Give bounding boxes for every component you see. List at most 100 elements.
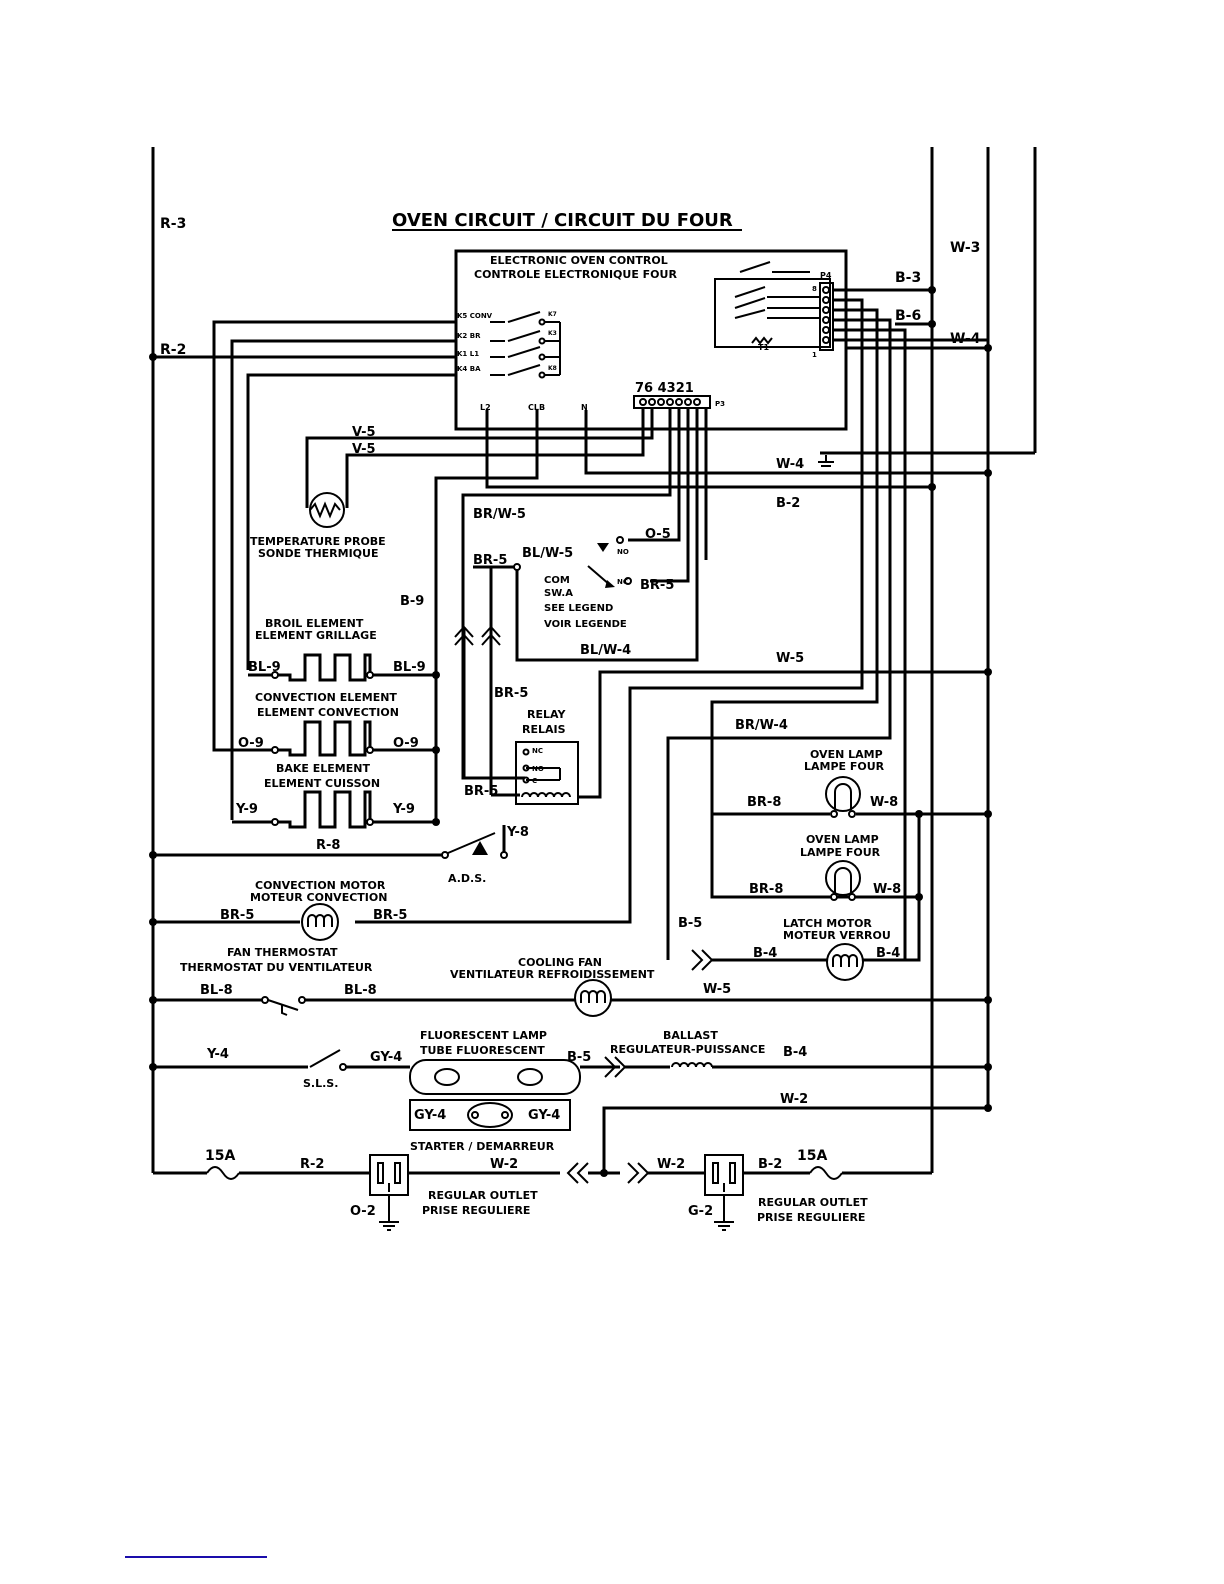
wire-label-w2-outlet2: W-2 <box>657 1157 685 1172</box>
wire-label-br5-relay-top: BR-5 <box>494 686 528 701</box>
broil-label-fr: ELEMENT GRILLAGE <box>255 629 377 642</box>
switch-nc-label: NC <box>617 578 628 586</box>
broil-label-en: BROIL ELEMENT <box>265 617 364 630</box>
wire-label-gy4-starter-left: GY-4 <box>414 1108 446 1123</box>
wire-label-b4-latch-right: B-4 <box>876 946 900 961</box>
wire-label-br5-switch: BR-5 <box>473 553 507 568</box>
wire-label-b3: B-3 <box>895 270 921 286</box>
wire-label-br5-cmotor-left: BR-5 <box>220 908 254 923</box>
wire-label-br5-nc: BR-5 <box>640 578 674 593</box>
wire-label-bl9-left: BL-9 <box>248 660 281 675</box>
connector-p4-label: P4 <box>820 271 832 280</box>
lamp1-label-fr: LAMPE FOUR <box>804 760 885 773</box>
control-title-fr: CONTROLE ELECTRONIQUE FOUR <box>474 268 677 281</box>
fuse-label-15a-left: 15A <box>205 1148 235 1164</box>
wire-label-w4: W-4 <box>950 331 981 347</box>
wire-label-y4: Y-4 <box>206 1047 229 1062</box>
relay-k3-label: K3 <box>548 330 557 337</box>
control-title-en: ELECTRONIC OVEN CONTROL <box>490 254 668 267</box>
ads-label: A.D.S. <box>448 872 486 885</box>
relay-nc-label: NC <box>532 747 543 755</box>
relay-k5-label: K5 CONV <box>457 312 493 320</box>
wire-label-b6: B-6 <box>895 308 921 324</box>
oven-lamp-1: BR/W-4 OVEN LAMP LAMPE FOUR BR-8 W-8 <box>712 718 992 818</box>
convection-motor-label-fr: MOTEUR CONVECTION <box>250 891 387 904</box>
wire-label-y8: Y-8 <box>506 825 529 840</box>
relay-label-fr: RELAIS <box>522 723 566 736</box>
wire-label-w8-lamp1: W-8 <box>870 795 898 810</box>
terminal-n-label: N <box>581 403 588 412</box>
wire-label-br8-lamp1: BR-8 <box>747 795 781 810</box>
convection-label-fr: ELEMENT CONVECTION <box>257 706 399 719</box>
relay-k4-label: K4 BA <box>457 365 481 373</box>
starter-label: STARTER / DEMARREUR <box>410 1140 555 1153</box>
p3-pin-numbers: 76 4321 <box>635 381 694 396</box>
wire-label-gy4-top: GY-4 <box>370 1050 402 1065</box>
wire-label-w5-fan: W-5 <box>703 982 731 997</box>
lamp2-label-en: OVEN LAMP <box>806 833 879 846</box>
temperature-probe: TEMPERATURE PROBE SONDE THERMIQUE <box>250 492 386 560</box>
wire-label-b2-outlet2: B-2 <box>758 1157 782 1172</box>
probe-label-fr: SONDE THERMIQUE <box>258 547 378 560</box>
switch-no-label: NO <box>617 548 629 556</box>
fan-thermostat-label-en: FAN THERMOSTAT <box>227 946 338 959</box>
connector-p3-label: P3 <box>715 400 725 408</box>
wire-label-y9-left: Y-9 <box>235 802 258 817</box>
relay-k8-label: K8 <box>548 365 557 372</box>
wire-label-r3: R-3 <box>160 216 186 232</box>
fluorescent-label-en: FLUORESCENT LAMP <box>420 1029 547 1042</box>
regular-outlet-2: W-2 B-2 15A G-2 REGULAR OUTLET PRISE REG… <box>648 1148 932 1231</box>
fuse-label-15a-right: 15A <box>797 1148 827 1164</box>
wire-label-blw4: BL/W-4 <box>580 643 631 658</box>
wire-label-o2: O-2 <box>350 1204 376 1219</box>
wire-label-brw4: BR/W-4 <box>735 718 788 733</box>
wire-label-br5-relay-left: BR-5 <box>464 784 498 799</box>
wire-label-bl9-right: BL-9 <box>393 660 426 675</box>
control-relays-left: K5 CONV K2 BR K1 L1 K4 BA K7 K3 K8 <box>457 311 561 379</box>
oven-lamp-2: OVEN LAMP LAMPE FOUR BR-8 W-8 <box>712 814 923 901</box>
control-relays-right: T1 P4 8 1 <box>714 261 834 359</box>
wire-label-b4-latch-left: B-4 <box>753 946 777 961</box>
latch-label-en: LATCH MOTOR <box>783 917 872 930</box>
latch-motor: LATCH MOTOR MOTEUR VERROU B-5 B-4 B-4 <box>666 736 921 981</box>
latch-label-fr: MOTEUR VERROU <box>783 929 891 942</box>
broil-element: BROIL ELEMENT ELEMENT GRILLAGE BL-9 BL-9 <box>248 617 440 682</box>
p4-pin-1-label: 1 <box>812 351 817 359</box>
wire-label-b5-latch: B-5 <box>678 916 702 931</box>
wire-label-v5-second: V-5 <box>352 442 376 457</box>
cooling-fan-label-fr: VENTILATEUR REFROIDISSEMENT <box>450 968 655 981</box>
wire-label-o5: O-5 <box>645 527 671 542</box>
convection-label-en: CONVECTION ELEMENT <box>255 691 397 704</box>
bake-element: BAKE ELEMENT ELEMENT CUISSON Y-9 Y-9 <box>232 762 440 829</box>
wire-label-w3: W-3 <box>950 240 980 256</box>
ballast-label-en: BALLAST <box>663 1029 718 1042</box>
probe-label-en: TEMPERATURE PROBE <box>250 535 386 548</box>
ballast-label-fr: REGULATEUR-PUISSANCE <box>610 1043 765 1056</box>
wire-label-w4-ground: W-4 <box>776 457 804 472</box>
switch-legend-en: SEE LEGEND <box>544 603 613 614</box>
wire-label-w2-top: W-2 <box>780 1092 808 1107</box>
wire-label-y9-right: Y-9 <box>392 802 415 817</box>
fan-thermostat: FAN THERMOSTAT THERMOSTAT DU VENTILATEUR… <box>149 946 575 1016</box>
convection-element: CONVECTION ELEMENT ELEMENT CONVECTION O-… <box>238 691 440 757</box>
bake-label-en: BAKE ELEMENT <box>276 762 370 775</box>
connector-p3: 76 4321 P3 <box>633 381 725 409</box>
wire-label-v5-top: V-5 <box>352 425 376 440</box>
wire-label-bl8-right: BL-8 <box>344 983 377 998</box>
wire-label-r8: R-8 <box>316 838 340 853</box>
wire-label-w2-outlet1: W-2 <box>490 1157 518 1172</box>
wire-label-w5-relay: W-5 <box>776 651 804 666</box>
terminal-clb-label: CLB <box>528 403 545 412</box>
wire-label-blw5: BL/W-5 <box>522 546 573 561</box>
wire-label-w8-lamp2: W-8 <box>873 882 901 897</box>
relay-k2-label: K2 BR <box>457 332 481 340</box>
electronic-oven-control: ELECTRONIC OVEN CONTROL CONTROLE ELECTRO… <box>454 249 848 431</box>
lamp1-label-en: OVEN LAMP <box>810 748 883 761</box>
terminal-l2-label: L2 <box>480 403 491 412</box>
switch-name-label: SW.A <box>544 588 573 599</box>
sls-label: S.L.S. <box>303 1077 338 1090</box>
convection-motor: CONVECTION MOTOR MOTEUR CONVECTION BR-5 … <box>149 879 407 941</box>
wire-label-br8-lamp2: BR-8 <box>749 882 783 897</box>
outlet1-label-en: REGULAR OUTLET <box>428 1189 538 1202</box>
